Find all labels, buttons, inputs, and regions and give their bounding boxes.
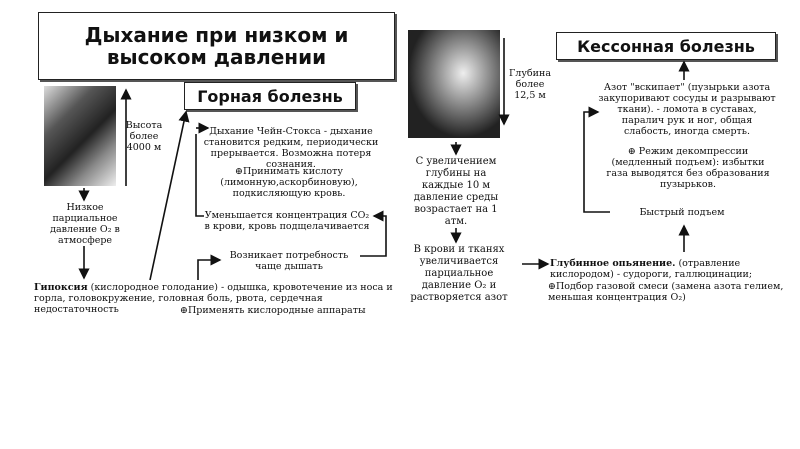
rise-to-nitrogen-arrow [583,106,610,213]
hypoxia-bold: Гипоксия [34,282,88,293]
cheyne-stokes-text: Дыхание Чейн-Стокса - дыхание становится… [203,126,379,170]
depth-label: Глубина более 12,5 м [509,68,551,101]
caisson-heading: Кессонная болезнь [556,32,776,60]
nitrogen-text: Азот "вскипает" (пузырьки азота закупори… [598,82,776,137]
mountain-heading: Горная болезнь [184,82,356,110]
hypoxia-to-need-arrow [197,254,222,280]
mountain-heading-text: Горная болезнь [197,86,343,106]
intoxication-text: Глубинное опьянение. (отравление кислоро… [550,258,800,280]
intoxication-bold: Глубинное опьянение. [550,258,676,269]
hypoxia-to-mountain-arrow [149,110,190,281]
blood-text: В крови и тканях увеличивается парциальн… [410,244,508,303]
main-title-text: Дыхание при низком и высоком давлении [84,23,349,69]
hypoxia-text: Гипоксия (кислородное голодание) - одышк… [34,282,404,315]
fast-rise-text: Быстрый подъем [639,207,725,218]
gas-mix-text: ⊕Подбор газовой смеси (замена азота гели… [548,281,784,303]
decompression-text: ⊕ Режим декомпрессии (медленный подъем):… [606,146,770,190]
hypoxia-desc: (кислородное голодание) - одышка, кровот… [34,282,393,315]
co2-bracket [195,134,204,217]
caisson-heading-text: Кессонная болезнь [577,36,755,56]
height-label: Высота более 4000 м [125,120,163,153]
diver-image [408,30,500,138]
low-pressure-text: Низкое парциальное давление O₂ в атмосфе… [50,202,120,246]
co2-text: Уменьшается концентрация CO₂ в крови, кр… [204,210,370,232]
breath-need-text: Возникает потребность чаще дышать [229,250,349,272]
intoxication-desc: (отравление кислородом) - судороги, галл… [550,258,753,280]
pressure-increase-text: С увеличением глубины на каждые 10 м дав… [413,156,499,227]
oxygen-text: ⊕Применять кислородные аппараты [180,305,366,316]
mountain-image [44,86,116,186]
main-title: Дыхание при низком и высоком давлении [38,12,395,80]
need-to-co2-arrow [360,210,387,257]
acid-text: ⊕Принимать кислоту (лимонную,аскорбинову… [220,166,358,199]
